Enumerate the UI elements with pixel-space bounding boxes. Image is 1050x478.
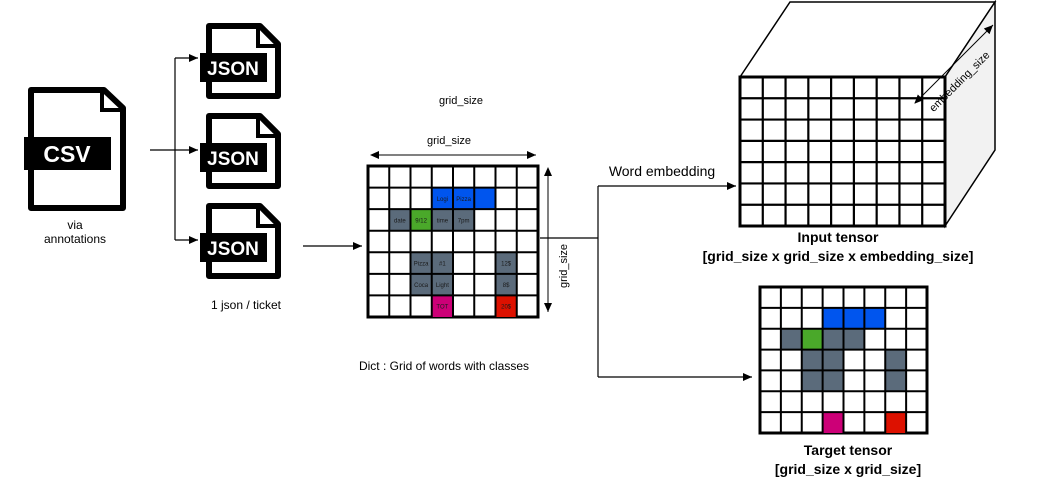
target-cell [843, 307, 865, 329]
grid-cell-word: TOT [436, 305, 448, 311]
target-cell [843, 328, 865, 350]
grid-cell [410, 273, 432, 296]
grid-cell [453, 209, 475, 231]
grid-cell-word: 8$ [503, 283, 510, 289]
target-cell [885, 349, 907, 371]
grid-cell-word: 12$ [501, 262, 512, 268]
csv-file-icon: CSV [24, 87, 126, 211]
target-cell [822, 370, 844, 392]
word-grid-lines [368, 166, 538, 317]
grid-cell-word: Light [436, 283, 449, 289]
json-file-icon: JSON [200, 203, 281, 279]
grid-cell [495, 273, 517, 296]
json-badge: JSON [207, 149, 259, 170]
word-embedding-label: Word embedding [609, 163, 715, 179]
grid-cell-word: Coca [414, 283, 429, 289]
grid-cell [431, 273, 453, 296]
grid-cell-word: 20$ [501, 305, 512, 311]
input-tensor-shape: [grid_size x grid_size x embedding_size] [703, 248, 974, 264]
json-caption: 1 json / ticket [211, 298, 282, 312]
grid-cell-word: date [394, 218, 406, 224]
json-file-icon: JSON [200, 23, 281, 99]
grid-cell [389, 209, 411, 231]
target-cell [864, 307, 886, 329]
target-cell [822, 328, 844, 350]
csv-to-json-connector [150, 54, 198, 244]
target-cell [822, 307, 844, 329]
grid-cell [495, 252, 517, 274]
grid-cell [431, 295, 453, 317]
grid-cell [453, 187, 475, 210]
json-badge: JSON [207, 59, 259, 80]
grid-cell [495, 295, 517, 317]
grid-cell [431, 209, 453, 231]
grid-cell-word: Pizza [414, 262, 429, 268]
input-tensor-title: Input tensor [798, 229, 879, 245]
csv-caption-line1: via [67, 218, 83, 232]
input-tensor-cube: embedding_size [738, 0, 997, 229]
grid-size-label-outer: grid_size [439, 95, 483, 107]
target-cell [801, 328, 823, 350]
branch-connector [540, 182, 752, 381]
grid-cell-word: Pizza [456, 197, 471, 203]
grid-size-label-top: grid_size [427, 135, 471, 147]
json-file-icon: JSON [200, 113, 281, 189]
grid-cell [431, 252, 453, 274]
target-tensor-grid [758, 285, 929, 435]
grid-caption: Dict : Grid of words with classes [359, 359, 529, 373]
grid-cell-word: #1 [439, 262, 446, 268]
target-cell [885, 370, 907, 392]
grid-cell-word: 9/12 [415, 218, 427, 224]
embedding-depth-arrow [914, 24, 994, 104]
grid-cell-word: time [437, 218, 449, 224]
target-cell [822, 412, 844, 433]
json-badge: JSON [207, 239, 259, 260]
grid-cell-word: Logi [437, 197, 448, 203]
grid-cell [431, 187, 453, 210]
csv-caption-line2: annotations [44, 232, 106, 246]
target-tensor-shape: [grid_size x grid_size] [775, 461, 921, 477]
target-tensor-title: Target tensor [804, 442, 893, 458]
target-cell [822, 349, 844, 371]
grid-size-label-side: grid_size [558, 244, 570, 288]
grid-cell [474, 187, 496, 210]
target-cell [801, 349, 823, 371]
grid-cell-word: 7pm [458, 218, 470, 224]
grid-cell [410, 252, 432, 274]
target-cell [780, 328, 802, 350]
target-cell [885, 412, 907, 433]
csv-badge: CSV [43, 141, 91, 167]
target-cell [801, 370, 823, 392]
grid-cell [410, 209, 432, 231]
